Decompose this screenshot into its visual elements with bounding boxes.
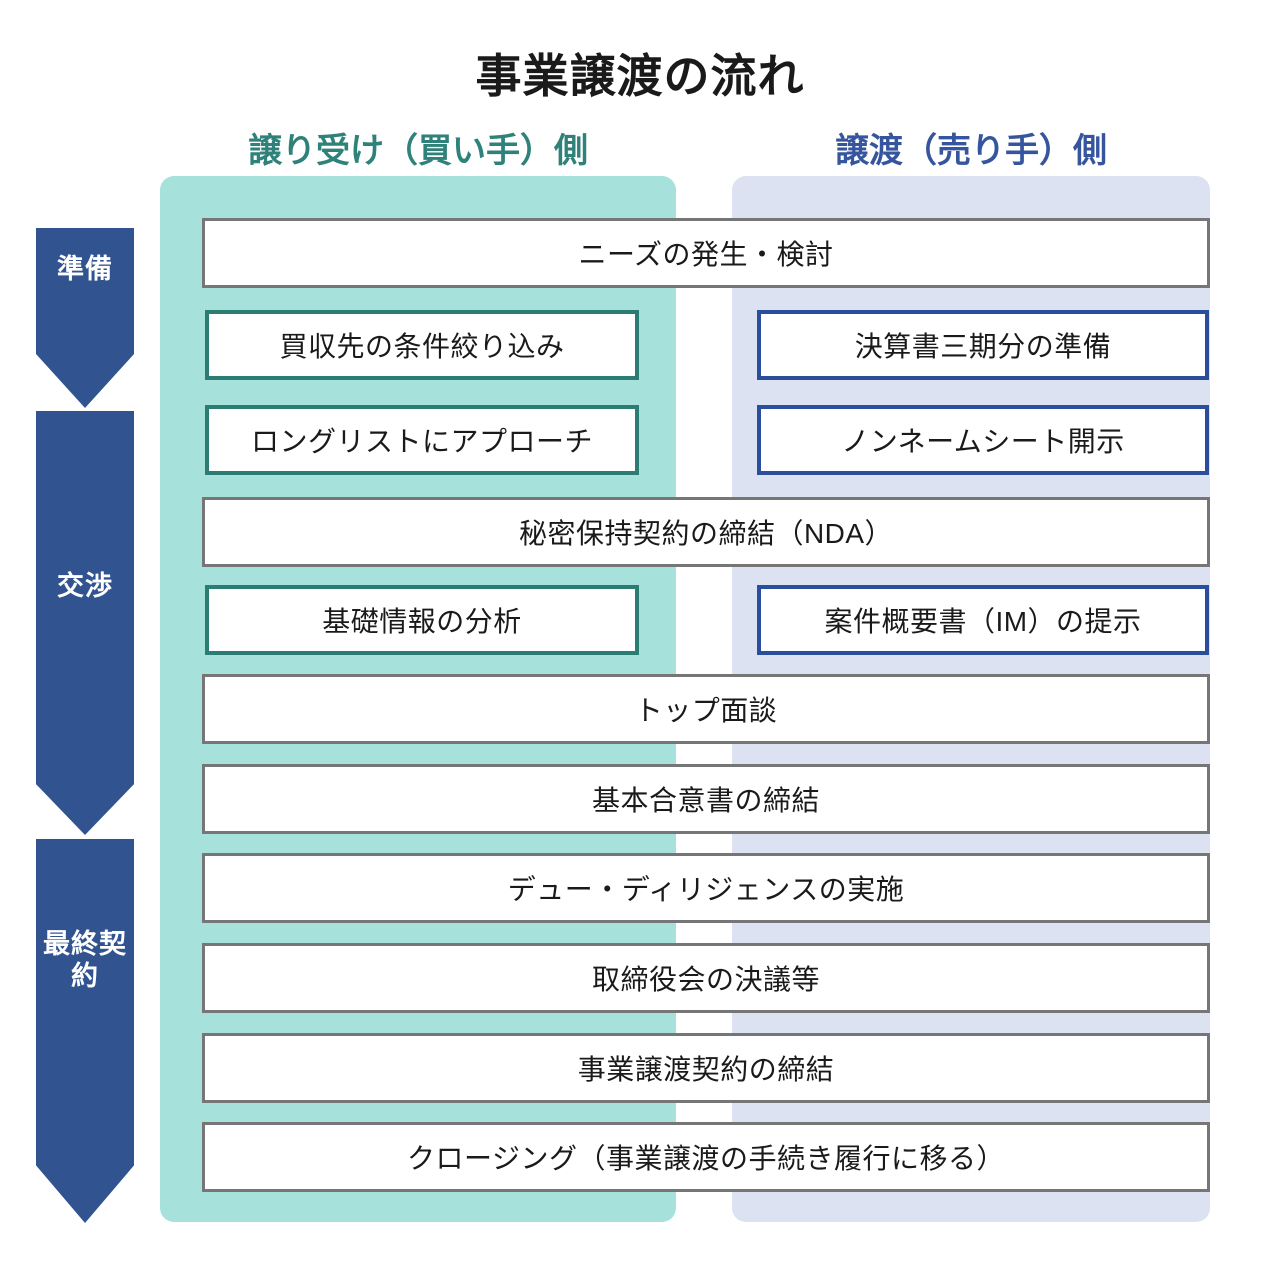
stage-arrow-final-contract: 最終契約 xyxy=(36,839,134,1223)
step-box-nda: 秘密保持契約の締結（NDA） xyxy=(202,497,1210,567)
stage-arrow-preparation: 準備 xyxy=(36,228,134,408)
stage-label-final-contract: 最終契約 xyxy=(43,929,127,991)
stage-label-negotiation: 交渉 xyxy=(57,571,113,601)
step-box-board-resolution: 取締役会の決議等 xyxy=(202,943,1210,1013)
step-box-transfer-contract: 事業譲渡契約の締結 xyxy=(202,1033,1210,1103)
step-box-top-meeting: トップ面談 xyxy=(202,674,1210,744)
step-box-loi: 基本合意書の締結 xyxy=(202,764,1210,834)
stage-rail: 準備 交渉 最終契約 xyxy=(36,0,134,1280)
step-box-needs: ニーズの発生・検討 xyxy=(202,218,1210,288)
page-title: 事業譲渡の流れ xyxy=(475,50,805,102)
step-box-basic-analysis: 基礎情報の分析 xyxy=(205,585,639,655)
step-box-im-presentation: 案件概要書（IM）の提示 xyxy=(757,585,1209,655)
step-box-closing: クロージング（事業譲渡の手続き履行に移る） xyxy=(202,1122,1210,1192)
step-box-due-diligence: デュー・ディリジェンスの実施 xyxy=(202,853,1210,923)
stage-arrow-negotiation: 交渉 xyxy=(36,411,134,835)
step-box-longlist-approach: ロングリストにアプローチ xyxy=(205,405,639,475)
step-box-target-criteria: 買収先の条件絞り込み xyxy=(205,310,639,380)
step-box-financials-prep: 決算書三期分の準備 xyxy=(757,310,1209,380)
stage-label-preparation: 準備 xyxy=(57,254,113,284)
column-header-buyer: 譲り受け（買い手）側 xyxy=(248,132,588,170)
step-box-nonname-sheet: ノンネームシート開示 xyxy=(757,405,1209,475)
column-header-seller: 譲渡（売り手）側 xyxy=(835,132,1107,170)
